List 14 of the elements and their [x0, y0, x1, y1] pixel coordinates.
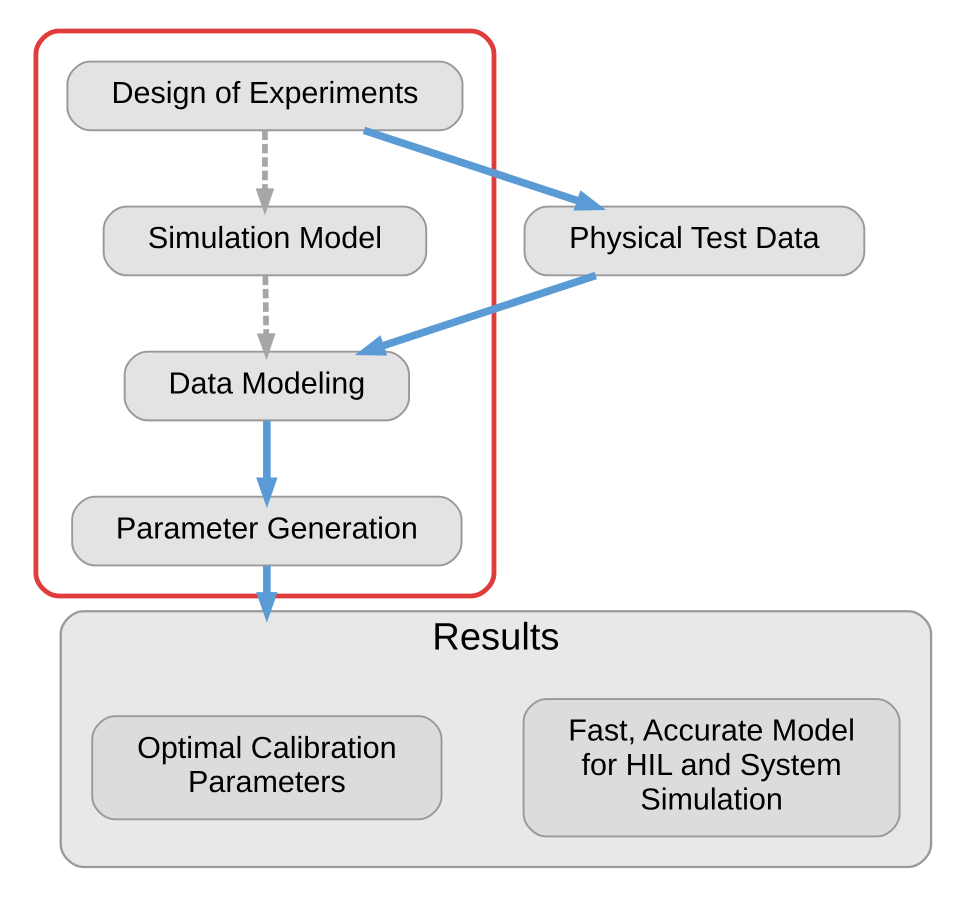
arrow: [256, 420, 278, 508]
node-box: Design of Experiments: [66, 60, 463, 132]
node-box: Parameter Generation: [70, 496, 462, 566]
arrow: [255, 130, 274, 216]
arrow: [362, 126, 606, 211]
node-box: Physical Test Data: [523, 206, 865, 276]
node-box: Fast, Accurate Model for HIL and System Simulation: [522, 698, 900, 838]
cluster: [33, 28, 496, 598]
node-box: Optimal Calibration Parameters: [90, 715, 442, 820]
node-box: Data Modeling: [123, 350, 410, 422]
arrow: [354, 272, 596, 356]
arrow: [256, 566, 278, 623]
arrow: [256, 276, 276, 360]
node-box: Simulation Model: [102, 206, 427, 276]
